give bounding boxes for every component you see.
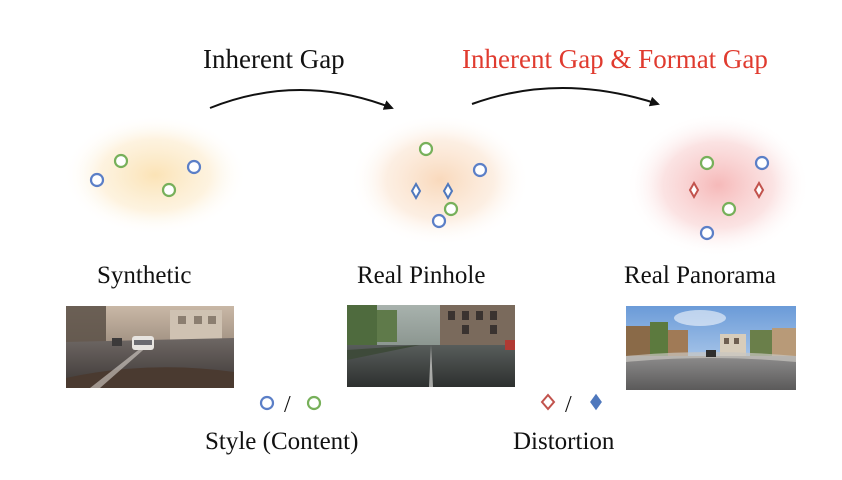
style-content-label: Style (Content): [205, 428, 358, 455]
style-circle-blue: [186, 159, 202, 175]
inherent-and-format-gap-label: Inherent Gap & Format Gap: [462, 44, 768, 74]
legend-separator: /: [284, 392, 291, 418]
content-circle-green: [113, 153, 129, 169]
content-circle-green: [418, 141, 434, 157]
distortion-diamond-blue: [410, 181, 422, 201]
legend-blue-circle: [259, 395, 275, 411]
style-circle-blue: [754, 155, 770, 171]
style-circle-blue: [431, 213, 447, 229]
real-pinhole-markers: [410, 141, 488, 229]
style-circle-blue: [699, 225, 715, 241]
inherent-gap-label: Inherent Gap: [203, 44, 345, 74]
distortion-label: Distortion: [513, 428, 615, 455]
real-panorama-street-image: [626, 306, 796, 390]
real-panorama-markers: [688, 155, 770, 241]
real-pinhole-domain-glow: [350, 114, 530, 246]
distortion-diamond-red: [688, 180, 700, 200]
synthetic-markers: [89, 153, 202, 198]
synthetic-road-scene-image: [66, 306, 234, 388]
style-circle-blue: [472, 162, 488, 178]
real-pinhole-label: Real Pinhole: [357, 262, 485, 289]
content-circle-green: [699, 155, 715, 171]
real-panorama-domain-glow: [626, 113, 810, 257]
content-circle-green: [443, 201, 459, 217]
distortion-diamond-red: [753, 180, 765, 200]
real-pinhole-street-image: [347, 305, 515, 387]
legend-separator: /: [565, 392, 572, 418]
synthetic-label: Synthetic: [97, 262, 191, 289]
distortion-legend: / Distortion: [513, 392, 615, 455]
distortion-diamond-blue: [442, 181, 454, 201]
legend-blue-diamond: [590, 393, 602, 411]
legend-red-diamond: [540, 393, 556, 411]
synthetic-to-pinhole-arrow: [209, 89, 394, 110]
content-circle-green: [161, 182, 177, 198]
style-legend: / Style (Content): [205, 392, 358, 455]
style-circle-blue: [89, 172, 105, 188]
legend-green-circle: [306, 395, 322, 411]
real-panorama-label: Real Panorama: [624, 262, 776, 289]
pinhole-to-panorama-arrow: [471, 87, 660, 107]
synthetic-domain-glow: [63, 115, 247, 235]
content-circle-green: [721, 201, 737, 217]
